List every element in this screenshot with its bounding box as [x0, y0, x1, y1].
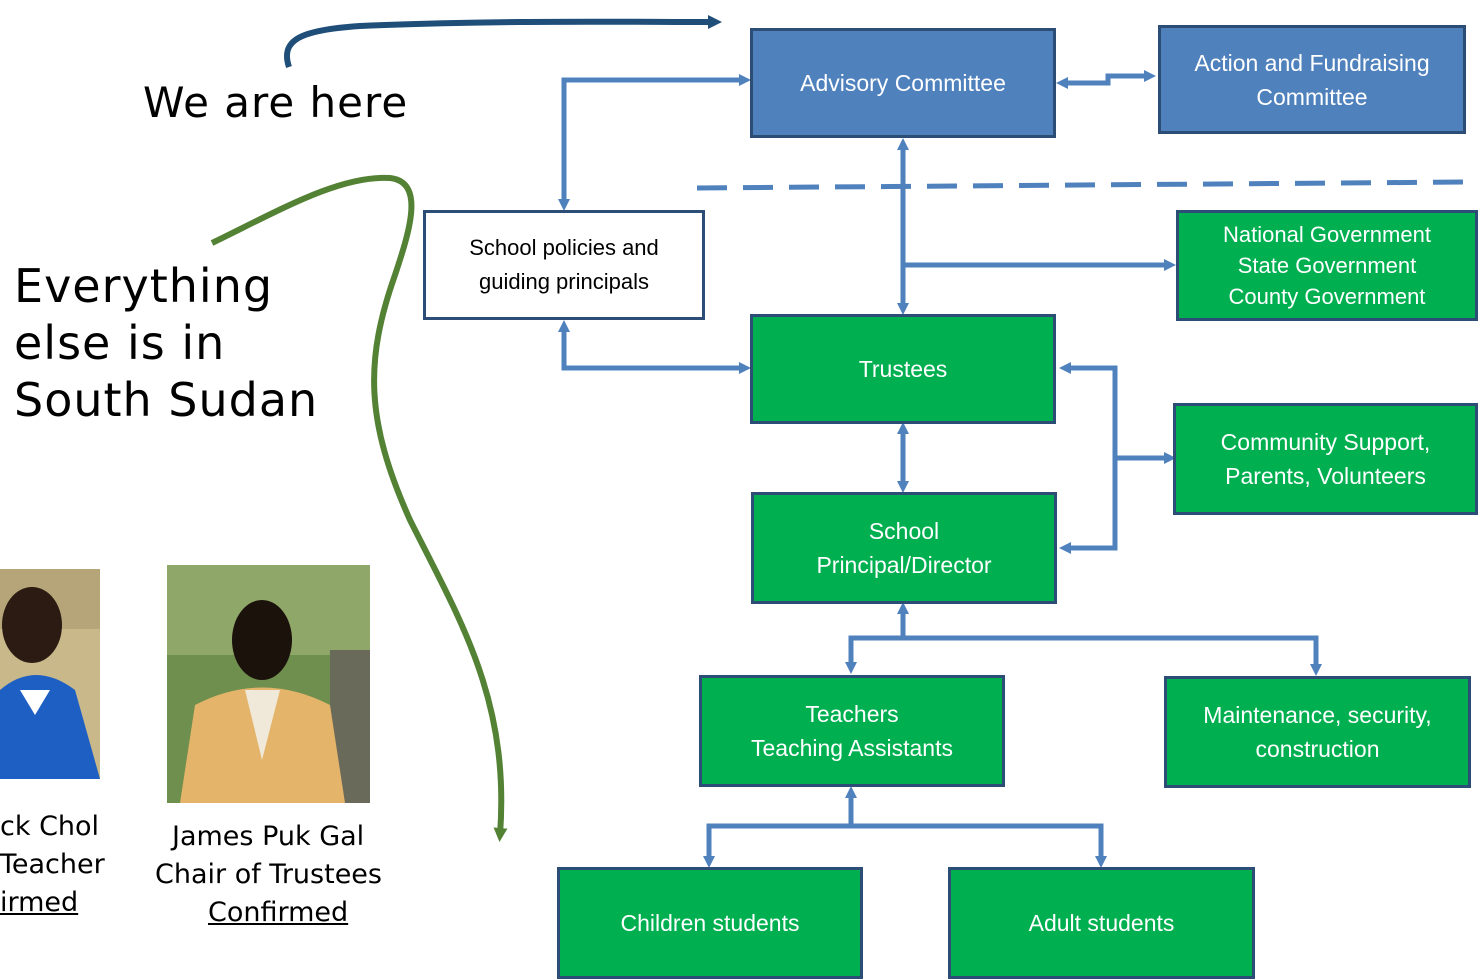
teachers-box: Teachers Teaching Assistants: [699, 675, 1005, 787]
government-box: National Government State Government Cou…: [1176, 210, 1478, 321]
teacher-role-partial: Teacher: [0, 849, 105, 880]
south-sudan-boundary-arrow: [210, 174, 508, 842]
connector-teachers-branch: [703, 823, 1107, 868]
connector-community-trustees: [1059, 362, 1118, 554]
connector-advisory-action: [1056, 70, 1156, 89]
connector-policies-trustees: [558, 320, 751, 374]
school-policies-box: School policies and guiding principals: [423, 210, 705, 320]
advisory-committee-box: Advisory Committee: [750, 28, 1056, 138]
adult-students-box: Adult students: [948, 867, 1255, 979]
connector-advisory-policies: [558, 74, 751, 211]
photo-teacher: [0, 569, 100, 779]
we-are-here-arrow: [284, 14, 722, 68]
maintenance-box: Maintenance, security, construction: [1164, 676, 1471, 788]
action-fundraising-box: Action and Fundraising Committee: [1158, 25, 1466, 134]
james-status: Confirmed: [208, 897, 349, 928]
children-students-box: Children students: [557, 867, 863, 979]
james-name: James Puk Gal: [172, 821, 365, 852]
boundary-dashed-line: [696, 179, 1471, 191]
teacher-name-partial: ck Chol: [0, 811, 100, 842]
photo-james-puk-gal: [167, 565, 370, 803]
south-sudan-label: Everything else is in South Sudan: [14, 259, 319, 427]
trustees-box: Trustees: [750, 314, 1056, 424]
teacher-status-partial: irmed: [0, 887, 79, 918]
james-role: Chair of Trustees: [155, 859, 382, 890]
we-are-here-label: We are here: [143, 78, 409, 127]
community-support-box: Community Support, Parents, Volunteers: [1173, 403, 1478, 515]
school-principal-box: School Principal/Director: [751, 492, 1057, 604]
connector-principal-branch: [845, 635, 1322, 676]
